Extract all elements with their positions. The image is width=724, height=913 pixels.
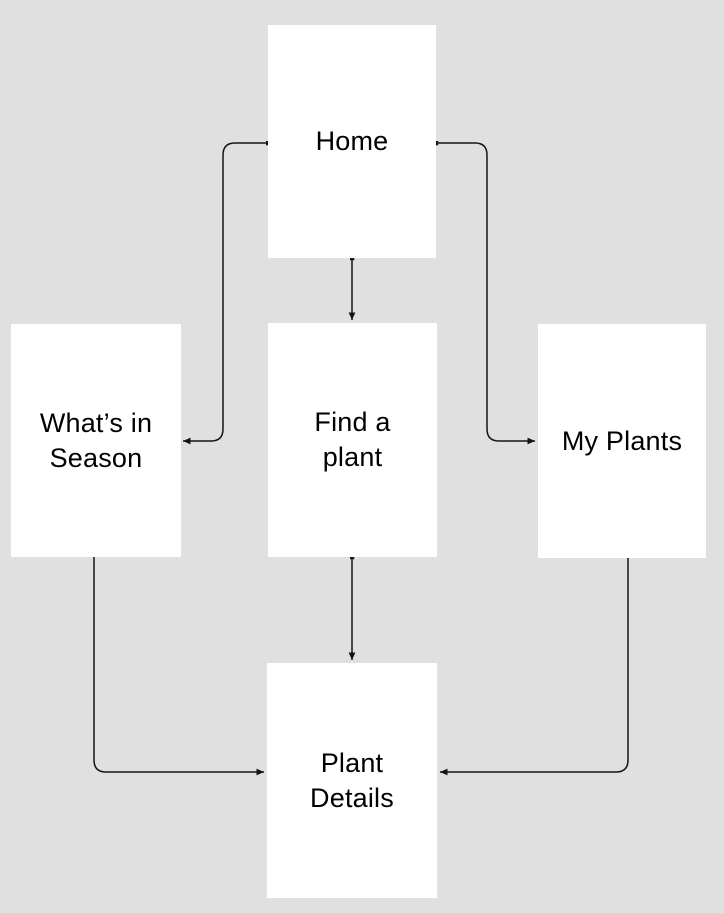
connector-home-to-my-plants	[433, 140, 535, 445]
node-my-plants-label: My Plants	[561, 425, 683, 456]
node-plant-details-label: Plant Details	[310, 747, 394, 813]
connector-my-plants-to-plant-details	[440, 558, 629, 776]
connector-whats-in-season-to-plant-details	[93, 557, 264, 776]
node-whats-in-season-label: What’s in Season	[39, 407, 153, 473]
node-plant-details[interactable]: Plant Details	[267, 663, 437, 898]
node-whats-in-season[interactable]: What’s in Season	[11, 324, 181, 557]
node-my-plants[interactable]: My Plants	[538, 324, 706, 558]
node-find-a-plant-label: Find a plant	[314, 407, 391, 472]
node-home-label: Home	[315, 126, 389, 156]
connector-home-to-whats-in-season	[183, 140, 271, 445]
node-home[interactable]: Home	[268, 25, 436, 258]
node-find-a-plant[interactable]: Find a plant	[268, 323, 437, 557]
